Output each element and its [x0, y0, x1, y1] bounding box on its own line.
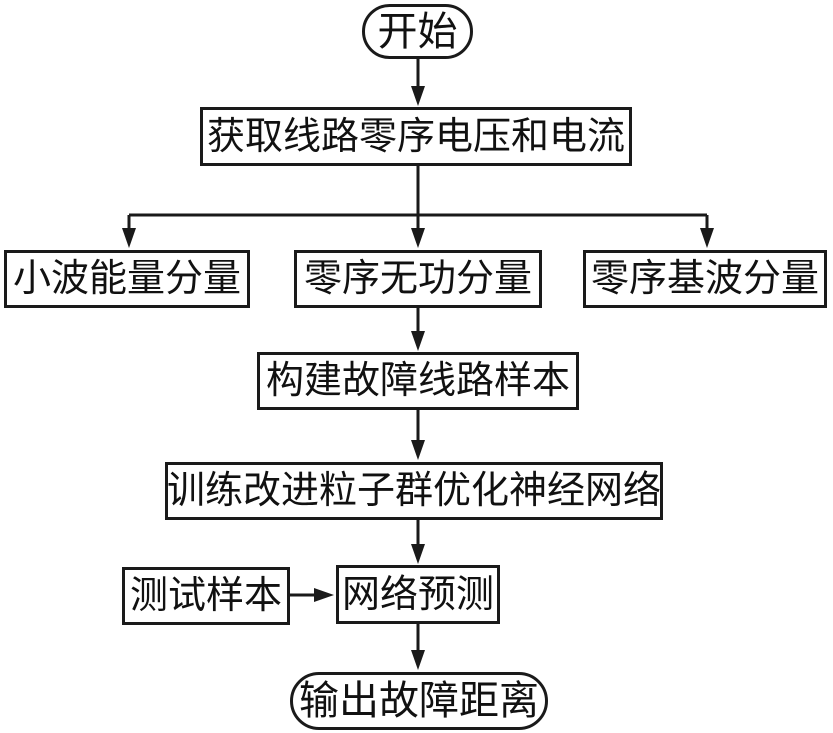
node-test-samples: 测试样本: [122, 567, 290, 625]
arrowhead-icon: [411, 544, 425, 564]
arrowhead-icon: [411, 228, 425, 248]
node-acquire-zero-sequence: 获取线路零序电压和电流: [200, 107, 632, 166]
arrowhead-icon: [411, 650, 425, 670]
arrowhead-icon: [411, 86, 425, 106]
node-output-distance: 输出故障距离: [290, 672, 548, 730]
node-zero-seq-reactive: 零序无功分量: [294, 250, 542, 308]
node-build-samples: 构建故障线路样本: [257, 352, 579, 410]
arrowhead-icon: [411, 440, 425, 460]
node-network-predict: 网络预测: [336, 565, 500, 624]
node-zero-seq-fundamental: 零序基波分量: [583, 250, 827, 308]
arrowhead-icon: [700, 228, 714, 248]
node-wavelet-energy: 小波能量分量: [4, 250, 250, 308]
arrowhead-icon: [411, 331, 425, 351]
arrowhead-icon: [314, 588, 334, 602]
node-start: 开始: [362, 4, 473, 59]
edge-branch-rail: [129, 166, 707, 217]
node-train-pso-network: 训练改进粒子群优化神经网络: [165, 462, 663, 520]
arrowhead-icon: [122, 228, 136, 248]
